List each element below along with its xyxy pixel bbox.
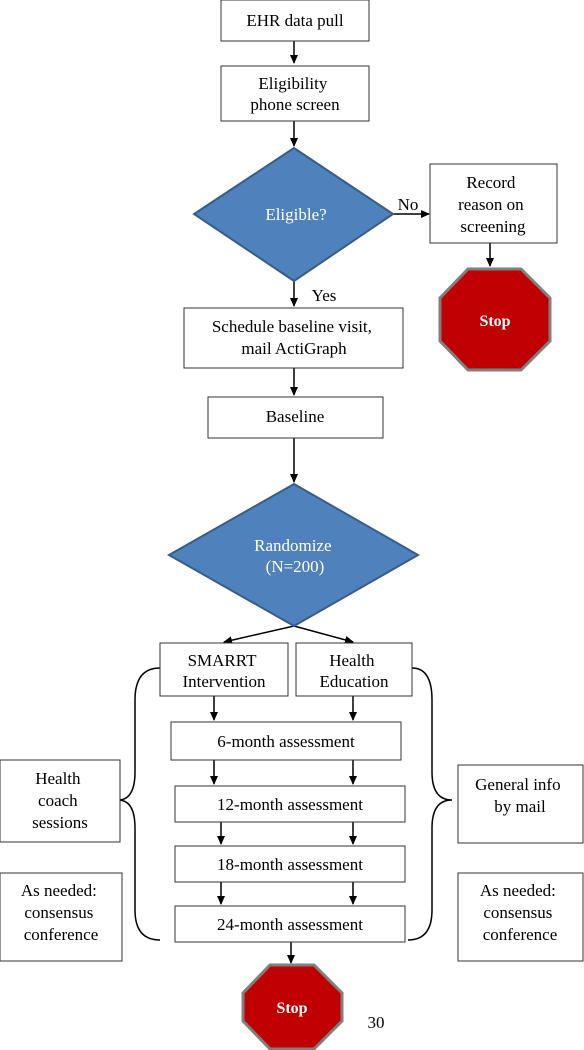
left-consensus-label: As needed: consensus conference [21,881,101,944]
randomize-label: Randomize (N=200) [254,536,336,576]
yes-label: Yes [312,286,337,305]
stop-octagon-bottom [241,963,344,1050]
page-number: 30 [368,1013,385,1032]
assessment-24mo-box [174,905,406,943]
assessment-6mo-box [170,721,402,761]
left-brace [117,667,161,941]
assessment-18mo-label: 18-month assessment [217,855,363,874]
schedule-visit-box [183,307,404,369]
stop-bottom-label: Stop [276,1000,307,1017]
eligibility-screen-label: Eligibility phone screen [250,74,340,114]
general-info-label: General info by mail [475,775,565,816]
assessment-18mo-box [174,845,406,883]
assessment-24mo-label: 24-month assessment [217,915,363,934]
health-ed-arm-label: Health Education [320,651,389,691]
stop-octagon-top [438,267,552,372]
arrow-randomize-to-health-ed [293,625,354,644]
eligibility-screen-box [220,65,370,122]
no-label: No [398,195,419,214]
right-consensus-box [457,872,584,962]
right-brace [407,667,453,941]
smarrt-arm-box [159,642,289,697]
baseline-box [207,396,384,439]
record-reason-label: Record reason on screening [458,173,528,236]
assessment-12mo-box [174,785,406,823]
general-info-box [457,764,584,844]
health-ed-arm-box [295,642,413,697]
boxes [0,0,584,962]
health-coach-label: Health coach sessions [32,769,88,832]
connectors [117,41,494,964]
right-consensus-label: As needed: consensus conference [480,881,560,944]
schedule-visit-label: Schedule baseline visit, mail ActiGraph [212,317,376,358]
randomize-diamond [166,482,421,628]
smarrt-arm-label: SMARRT Intervention [182,651,266,691]
left-consensus-box [0,872,123,962]
eligible-label: Eligible? [265,205,326,224]
stop-top-label: Stop [479,313,510,330]
baseline-label: Baseline [266,407,325,426]
arrow-randomize-to-smarrt [223,625,295,645]
assessment-12mo-label: 12-month assessment [217,795,363,814]
eligible-diamond [192,146,395,283]
record-reason-box [429,163,558,244]
ehr-data-pull-label: EHR data pull [246,11,344,30]
ehr-data-pull-box [220,0,370,42]
health-coach-box [0,759,121,843]
assessment-6mo-label: 6-month assessment [217,732,355,751]
